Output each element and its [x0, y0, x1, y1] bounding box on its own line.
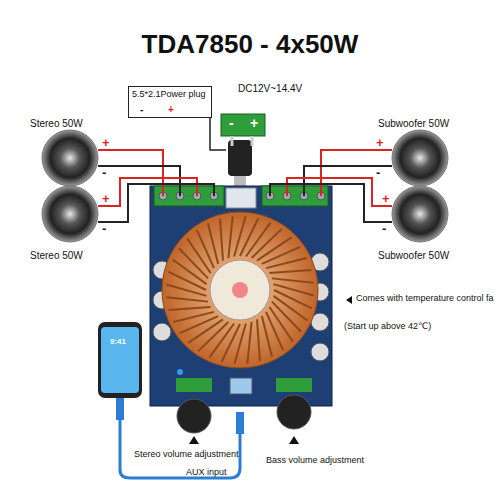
polarity-sign: +: [382, 192, 390, 206]
knob-label: Stereo volume adjustment: [134, 450, 239, 460]
polarity-sign: +: [168, 104, 174, 115]
fan: [210, 260, 270, 320]
bass-knob: [277, 395, 311, 429]
polarity-sign: -: [102, 222, 106, 236]
voltage-label: DC12V~14.4V: [238, 83, 302, 94]
power-terminal: [221, 114, 265, 136]
speaker-label: Stereo 50W: [30, 250, 83, 261]
polarity-sign: -: [140, 104, 143, 115]
speaker-label: Stereo 50W: [30, 118, 83, 129]
note-text: Comes with temperature control fa: [356, 294, 494, 304]
amplifier-board: [150, 186, 332, 406]
polarity-sign: +: [102, 192, 110, 206]
speaker-label: Subwoofer 50W: [378, 250, 449, 261]
knob-label: Bass volume adjustment: [266, 456, 364, 466]
speaker-label: Subwoofer 50W: [378, 118, 449, 129]
cable-label: AUX input: [186, 468, 227, 478]
aux-cable: [120, 420, 240, 478]
polarity-sign: -: [376, 166, 380, 180]
polarity-sign: -: [102, 166, 106, 180]
box-text: 5.5*2.1Power plug: [129, 87, 211, 101]
polarity-sign: -: [382, 222, 386, 236]
phone-time: 9:41: [110, 338, 126, 347]
polarity-sign: +: [376, 136, 384, 150]
volume-knob: [177, 399, 211, 433]
polarity-sign: +: [102, 136, 110, 150]
polarity-sign: +: [250, 116, 258, 131]
speaker-terminal: [262, 186, 328, 206]
phone-icon: [98, 322, 142, 398]
title: TDA7850 - 4x50W: [142, 30, 359, 59]
polarity-sign: -: [229, 116, 234, 131]
heatsink: [162, 212, 318, 368]
note-text: (Start up above 42℃): [344, 322, 431, 332]
